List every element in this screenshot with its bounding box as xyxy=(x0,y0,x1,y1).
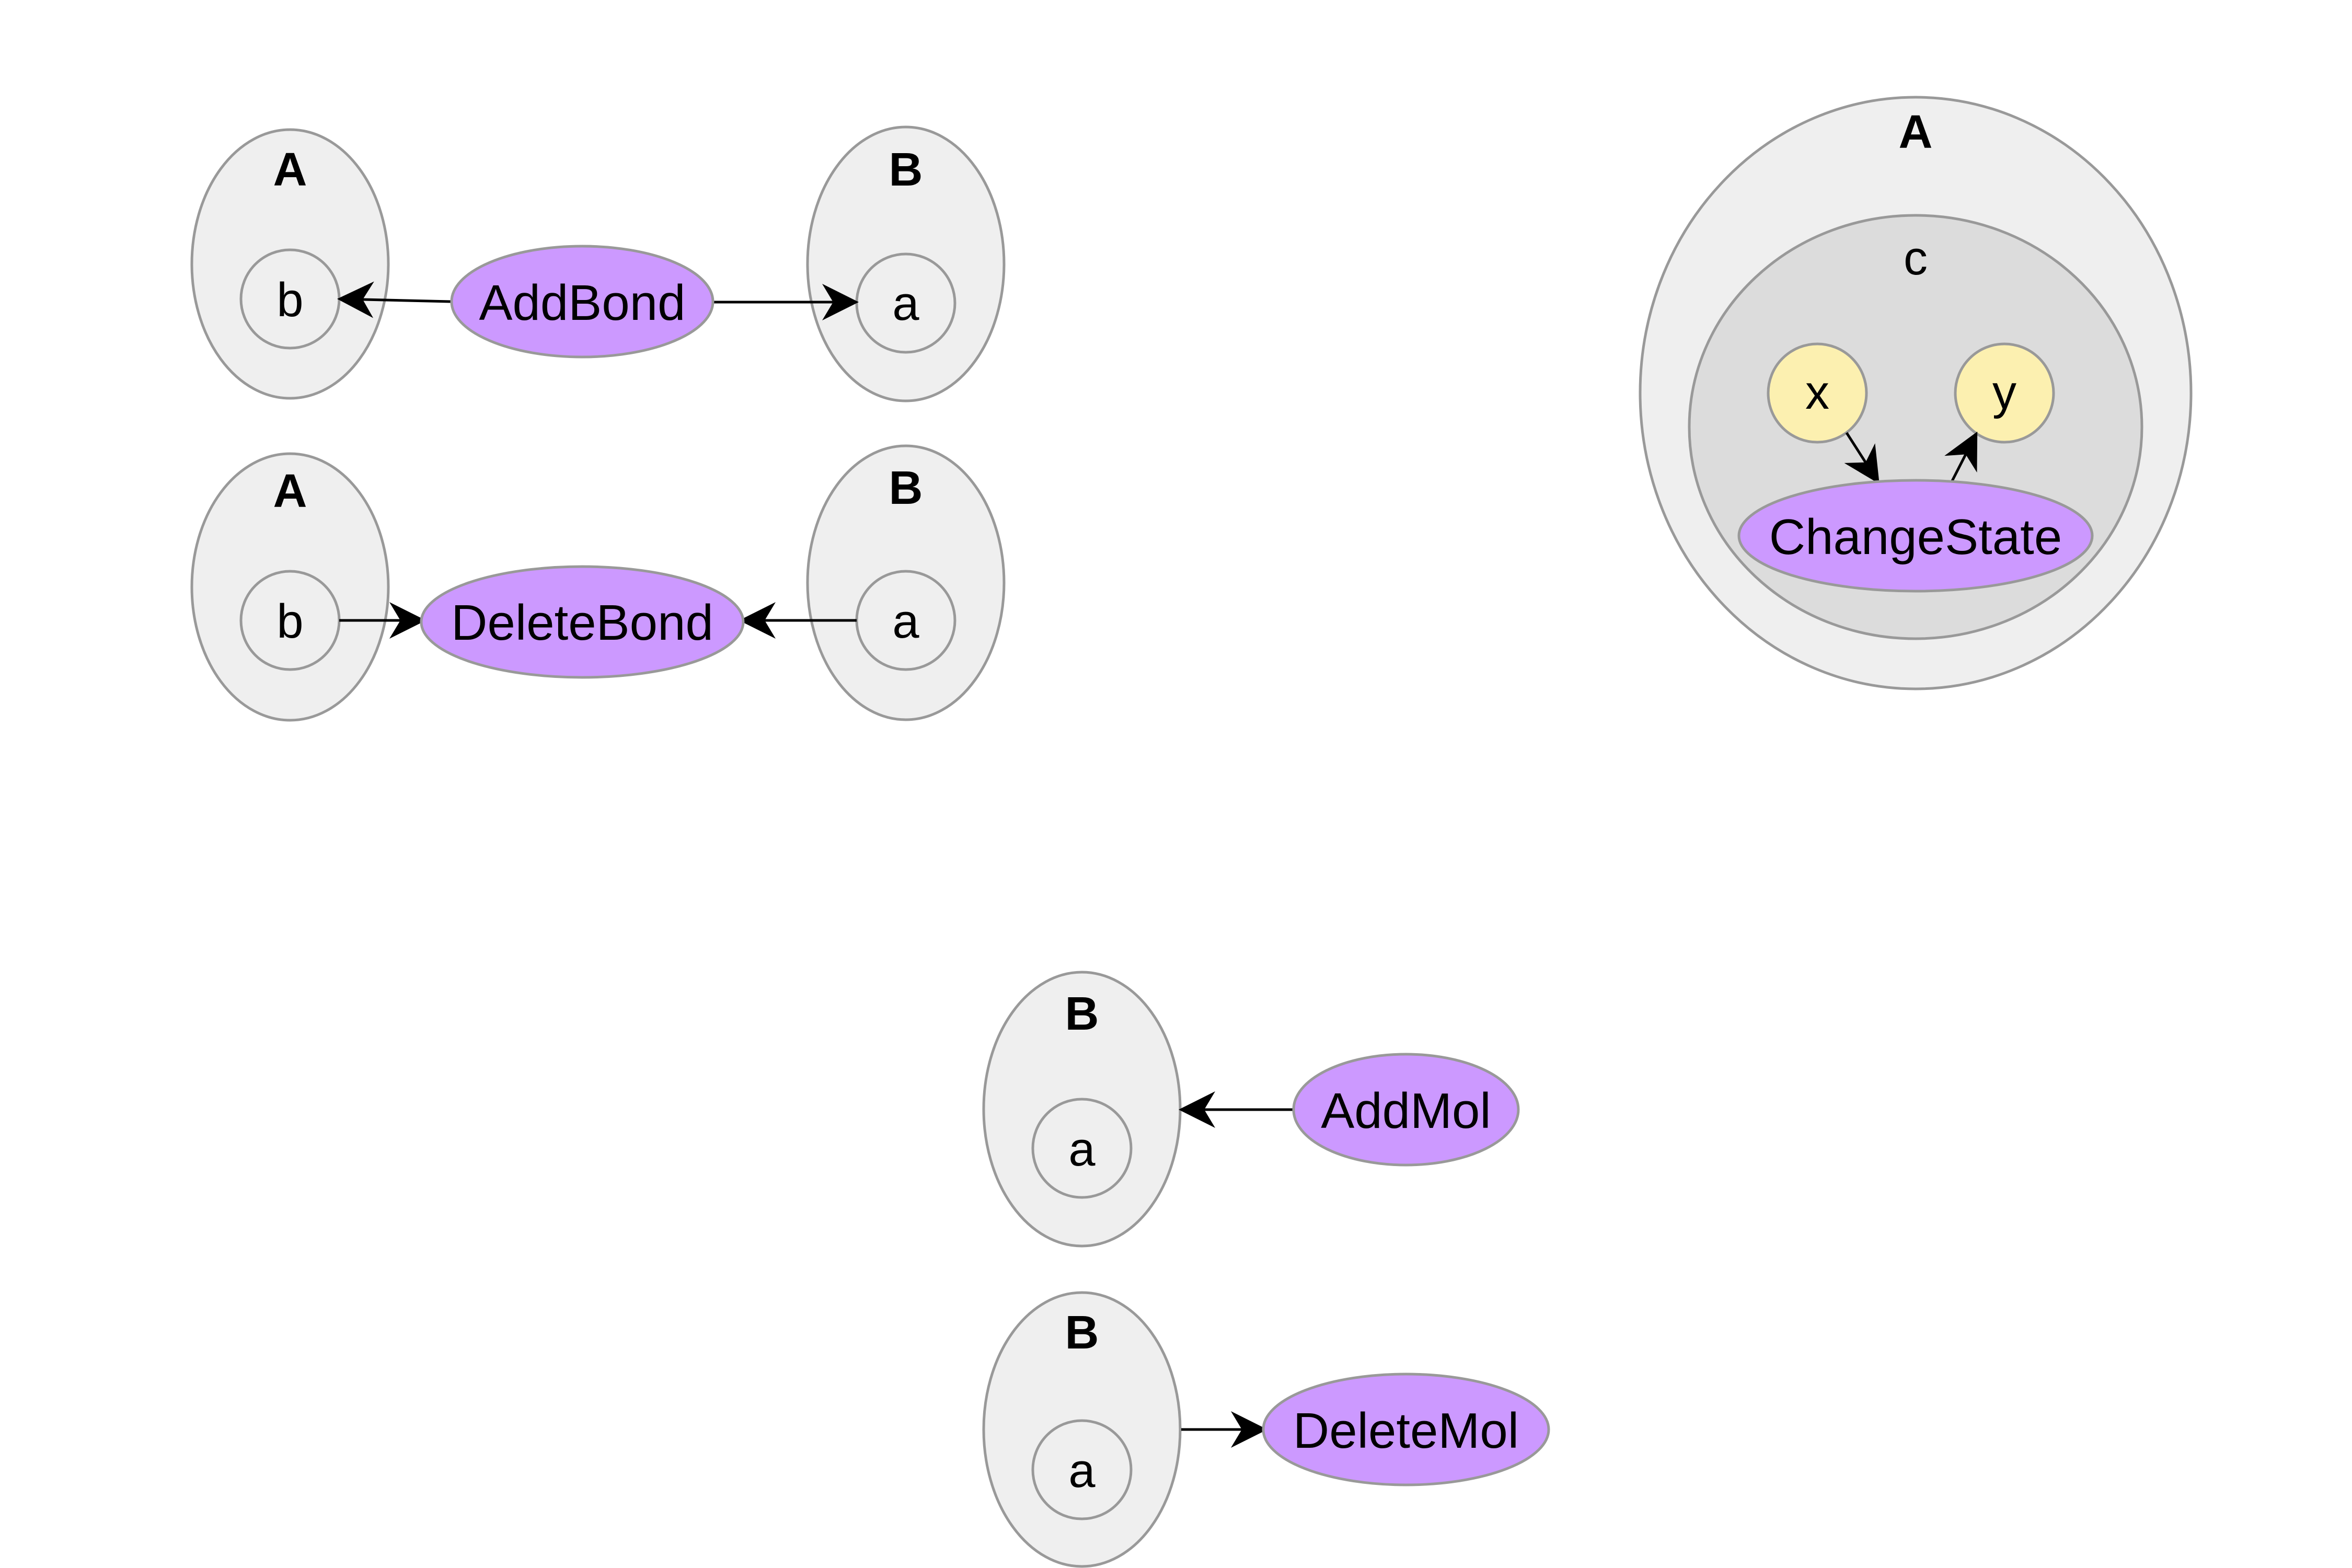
change-state-state-y xyxy=(1954,342,2055,444)
delete-mol-site-label: a xyxy=(1068,1444,1096,1497)
delete-bond-rule-label: DeleteBond xyxy=(451,595,713,651)
add-mol-site xyxy=(1031,1098,1133,1199)
add-mol-group: B a AddMol xyxy=(982,971,1520,1248)
delete-bond-right-container-label: B xyxy=(889,462,923,514)
add-bond-rule-node xyxy=(450,245,714,359)
change-state-compartment-label: c xyxy=(1904,232,1928,285)
add-mol-container-label: B xyxy=(1065,988,1099,1040)
change-state-outer-container-label: A xyxy=(1899,106,1933,158)
change-state-rule-node xyxy=(1737,479,2094,593)
add-mol-site-label: a xyxy=(1068,1123,1096,1176)
change-state-group: A c x y ChangeState xyxy=(1639,96,2193,690)
delete-mol-group: B a DeleteMol xyxy=(982,1291,1550,1568)
delete-bond-left-site-label: b xyxy=(276,595,303,648)
delete-mol-rule-label: DeleteMol xyxy=(1293,1403,1519,1459)
add-bond-right-container-label: B xyxy=(889,144,923,196)
add-bond-edge-to-left xyxy=(337,281,451,318)
add-bond-left-site-label: b xyxy=(276,273,303,327)
change-state-state-y-label: y xyxy=(1992,366,2016,419)
delete-bond-rule-node xyxy=(420,565,745,679)
add-mol-rule-label: AddMol xyxy=(1321,1083,1491,1139)
add-bond-rule-label: AddBond xyxy=(479,275,685,331)
change-state-edge-from-x xyxy=(1844,432,1880,484)
change-state-edge-to-y xyxy=(1944,431,1978,482)
delete-bond-left-container-label: A xyxy=(273,465,307,517)
delete-mol-rule-node xyxy=(1262,1373,1550,1486)
add-bond-group: A b B a AddBond xyxy=(190,125,1006,402)
change-state-rule-label: ChangeState xyxy=(1769,509,2062,565)
delete-bond-right-site-label: a xyxy=(892,595,919,648)
delete-mol-container-label: B xyxy=(1065,1307,1099,1359)
add-bond-left-container-label: A xyxy=(273,144,307,196)
delete-bond-group: A b B a DeleteBond xyxy=(190,444,1006,722)
change-state-state-x-label: x xyxy=(1805,366,1829,419)
delete-mol-site xyxy=(1031,1419,1133,1520)
change-state-state-x xyxy=(1767,342,1868,444)
add-bond-right-site-label: a xyxy=(892,277,919,330)
add-mol-rule-node xyxy=(1292,1053,1520,1167)
